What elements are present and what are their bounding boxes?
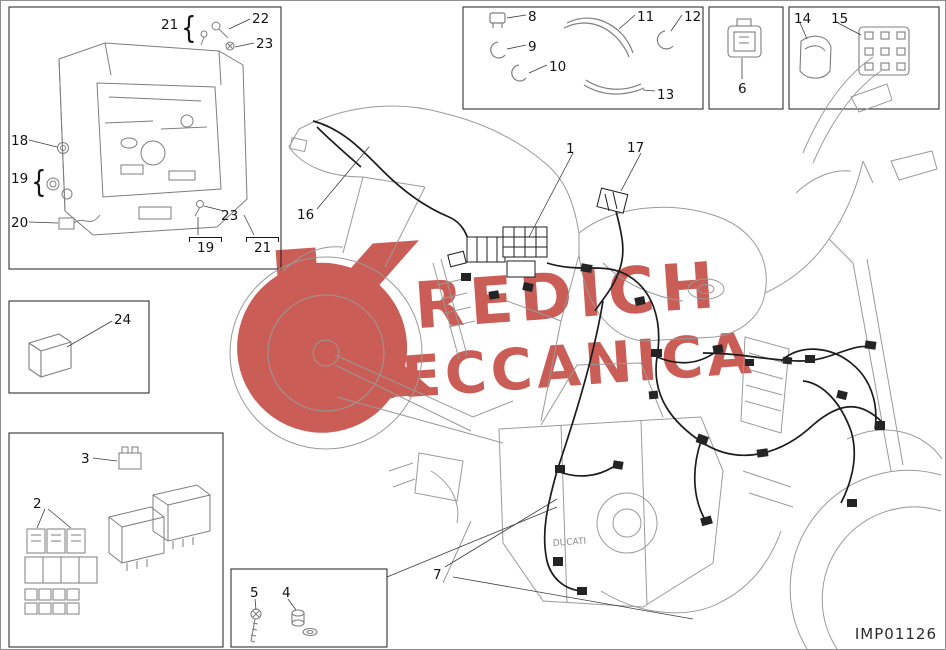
engine-marking: DUCATI <box>553 537 587 549</box>
drawing-code: IMP01126 <box>854 625 937 643</box>
callout-3: 3 <box>81 451 90 467</box>
callout-20: 20 <box>11 215 29 231</box>
callout-21: 21 <box>246 237 280 256</box>
harness-plug-blocks <box>461 263 885 595</box>
callout-12: 12 <box>684 9 702 25</box>
callout-23: 23 <box>256 36 274 52</box>
callout-21: 21{ <box>161 10 197 46</box>
callout-10: 10 <box>549 59 567 75</box>
tail-assembly-art <box>46 21 248 236</box>
callout-brace: { <box>181 10 197 46</box>
callout-22: 22 <box>252 11 270 27</box>
callout-8: 8 <box>528 9 537 25</box>
callout-brace: { <box>31 164 47 200</box>
callout-17: 17 <box>627 140 645 156</box>
connector6-art <box>727 18 762 58</box>
inset-box-relay24 <box>8 300 150 394</box>
fusebox-relays-art <box>24 446 211 615</box>
callout-24: 24 <box>114 312 132 328</box>
callout-13: 13 <box>657 87 675 103</box>
screw-spacer-art <box>250 608 318 643</box>
callout-6: 6 <box>738 81 747 97</box>
callout-9: 9 <box>528 39 537 55</box>
inset-box-connector6 <box>708 6 784 110</box>
callout-23: 23 <box>221 208 239 224</box>
callout-19: 19 <box>189 237 223 256</box>
fastener-parts-art <box>489 12 674 95</box>
callout-1: 1 <box>566 141 575 157</box>
connectors14-15-art <box>799 26 910 79</box>
leader-lines <box>28 14 862 620</box>
inset-box-tail <box>8 6 282 270</box>
callout-16: 16 <box>297 207 315 223</box>
inset-box-frames <box>8 6 940 648</box>
callout-14: 14 <box>794 11 812 27</box>
callout-2: 2 <box>33 496 42 512</box>
harness-connectors <box>447 187 629 278</box>
callout-15: 15 <box>831 11 849 27</box>
wiring-harness-art <box>312 120 884 592</box>
inset-box-connectors14-15 <box>788 6 940 110</box>
relay24-art <box>28 333 72 378</box>
callout-19: 19{ <box>11 164 47 200</box>
inset-box-fasteners <box>462 6 704 110</box>
callout-7: 7 <box>433 567 442 583</box>
callout-4: 4 <box>282 585 291 601</box>
inset-box-fuses <box>8 432 224 648</box>
callout-11: 11 <box>637 9 655 25</box>
callout-5: 5 <box>250 585 259 601</box>
inset-box-screws <box>230 568 388 648</box>
callout-18: 18 <box>11 133 29 149</box>
